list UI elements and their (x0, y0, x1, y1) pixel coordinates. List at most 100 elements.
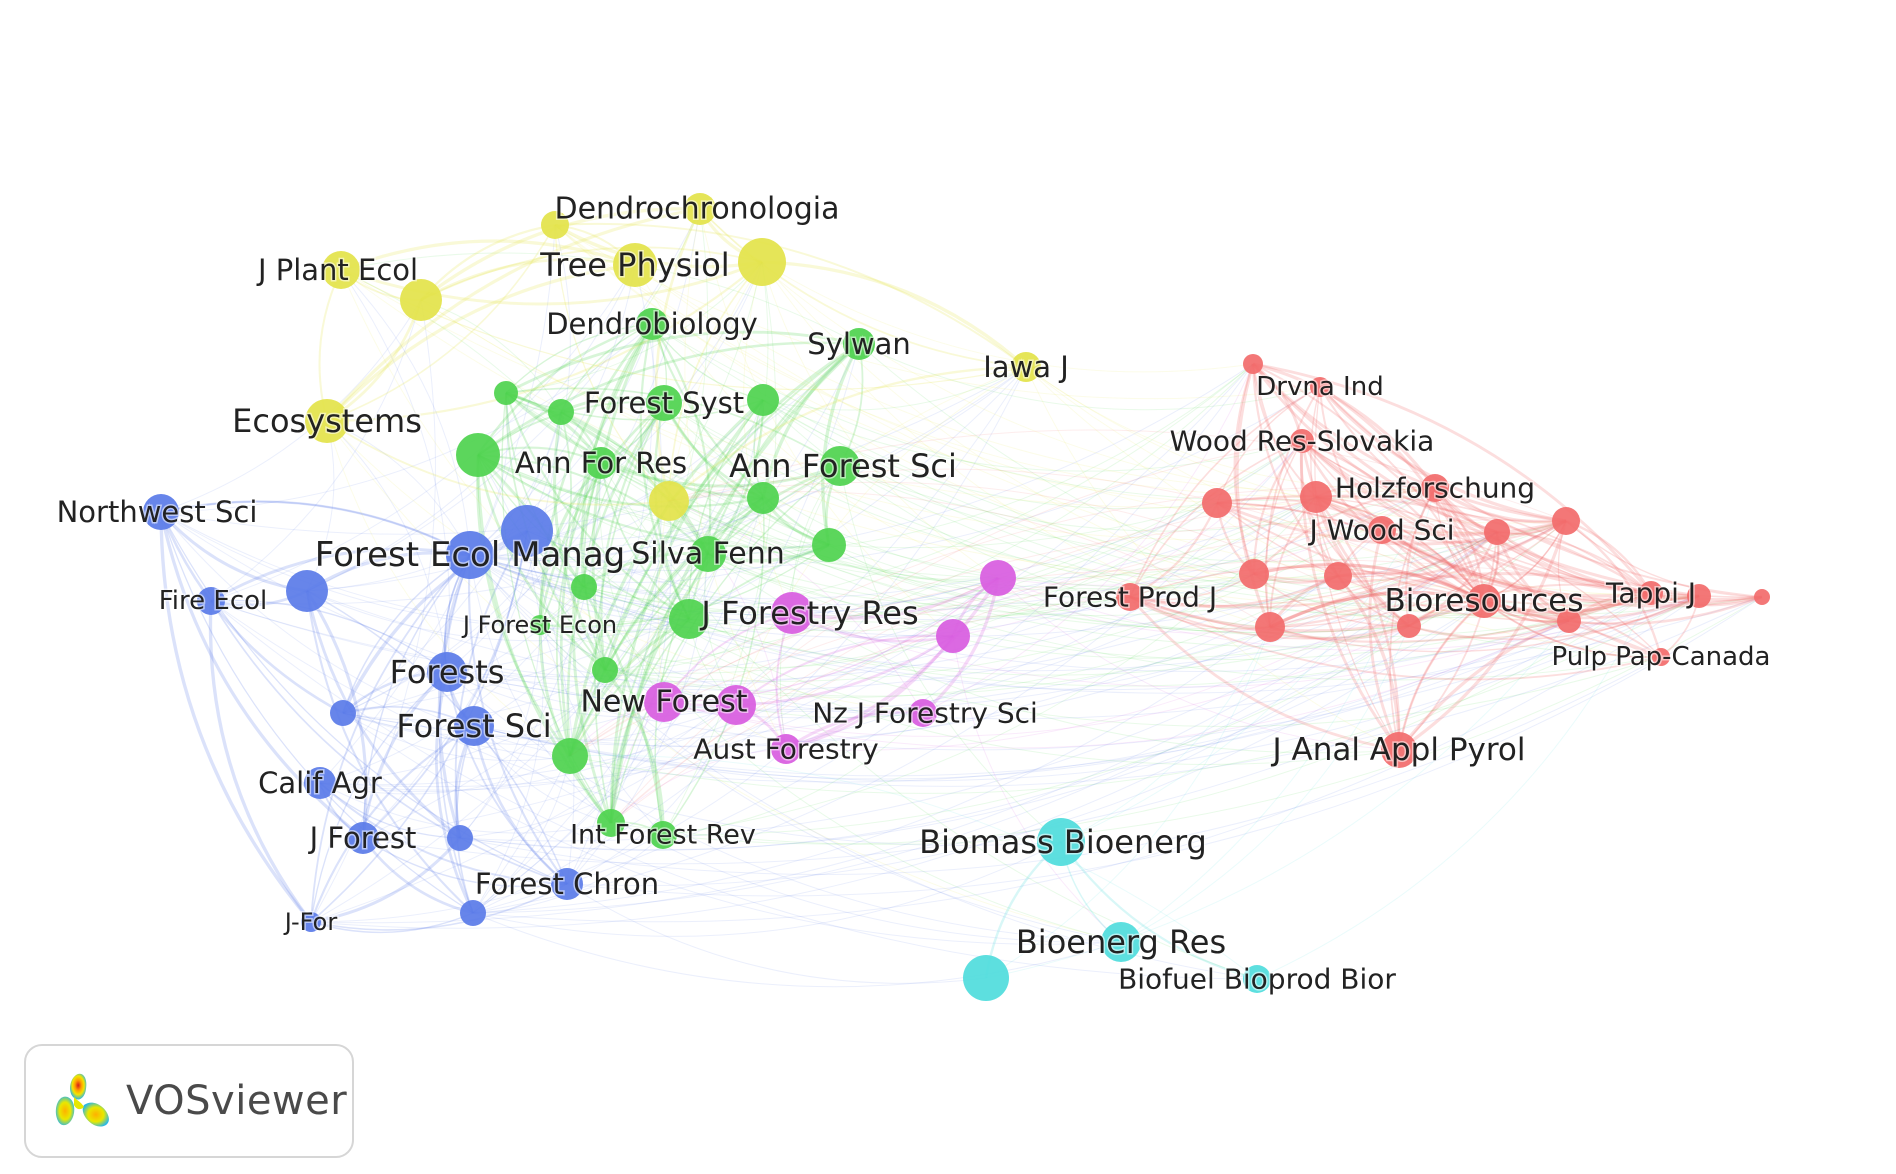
node-j-forest-econ[interactable] (530, 615, 550, 635)
node-tree-physiol[interactable] (613, 243, 657, 287)
label-dendrochronologia[interactable]: Dendrochronologia (553, 190, 841, 228)
node-pulp-pap-canada[interactable] (1652, 648, 1670, 666)
node-ann-for-res[interactable] (585, 447, 617, 479)
node-green-h[interactable] (669, 599, 709, 639)
label-ann-for-res[interactable]: Ann For Res (513, 445, 688, 482)
label-forest-chron[interactable]: Forest Chron (473, 866, 660, 903)
node-blue-a[interactable] (501, 505, 553, 557)
node-yellow-c[interactable] (400, 279, 442, 321)
node-cyan-a[interactable] (963, 955, 1009, 1001)
node-blue-e[interactable] (460, 900, 486, 926)
node-green-j[interactable] (552, 738, 588, 774)
node-calif-agr[interactable] (304, 767, 336, 799)
node-forest-sci[interactable] (454, 706, 494, 746)
label-drvna-ind[interactable]: Drvna Ind (1255, 371, 1385, 404)
node-j-forestry-res[interactable] (771, 592, 813, 634)
node-forest-ecol-manag[interactable] (446, 531, 494, 579)
node-biomass-bioenerg[interactable] (1037, 818, 1085, 866)
node-purple-a[interactable] (980, 560, 1016, 596)
label-forests[interactable]: Forests (388, 652, 506, 693)
node-forest-chron[interactable] (551, 868, 583, 900)
node-red-i[interactable] (1552, 507, 1580, 535)
node-red-j[interactable] (1557, 609, 1581, 633)
node-bioenerg-res[interactable] (1101, 922, 1141, 962)
label-iawa-j[interactable]: Iawa J (982, 349, 1071, 386)
label-j-wood-sci[interactable]: J Wood Sci (1306, 512, 1456, 548)
label-fire-ecol[interactable]: Fire Ecol (157, 585, 269, 618)
node-red-c[interactable] (1300, 481, 1332, 513)
node-iawa-j[interactable] (1011, 352, 1041, 382)
node-dendrochronologia[interactable] (684, 193, 716, 225)
node-red-g[interactable] (1397, 614, 1421, 638)
node-blue-b[interactable] (286, 570, 328, 612)
label-bioresources[interactable]: Bioresources (1383, 582, 1585, 621)
label-sylwan[interactable]: Sylwan (806, 326, 913, 363)
node-j-plant-ecol[interactable] (322, 251, 360, 289)
node-silva-fenn[interactable] (690, 536, 726, 572)
label-j-plant-ecol[interactable]: J Plant Ecol (254, 252, 419, 289)
node-blue-c[interactable] (330, 700, 356, 726)
node-green-a[interactable] (456, 433, 500, 477)
node-green-c[interactable] (548, 399, 574, 425)
node-j-for[interactable] (301, 912, 321, 932)
node-j-wood-sci[interactable] (1368, 516, 1396, 544)
node-green-i[interactable] (592, 657, 618, 683)
node-purple-b[interactable] (936, 619, 970, 653)
node-drvna-ind[interactable] (1310, 377, 1330, 397)
node-red-d[interactable] (1239, 559, 1269, 589)
label-forest-syst[interactable]: Forest Syst (582, 385, 745, 422)
node-red-f[interactable] (1255, 612, 1285, 642)
node-sylwan[interactable] (843, 328, 875, 360)
node-holzforschung[interactable] (1421, 474, 1449, 502)
node-int-forest-rev[interactable] (649, 821, 677, 849)
label-j-anal-appl-pyrol[interactable]: J Anal Appl Pyrol (1269, 731, 1527, 770)
node-red-k[interactable] (1687, 584, 1711, 608)
label-j-forest-econ[interactable]: J Forest Econ (459, 610, 618, 641)
node-wood-res-slovakia[interactable] (1290, 429, 1314, 453)
node-green-k[interactable] (597, 809, 625, 837)
node-biofuel-bioprod-bior[interactable] (1243, 965, 1271, 993)
node-yellow-a[interactable] (541, 211, 569, 239)
node-green-f[interactable] (812, 528, 846, 562)
label-forest-ecol-manag[interactable]: Forest Ecol Manag (313, 534, 627, 577)
label-dendrobiology[interactable]: Dendrobiology (545, 306, 760, 343)
label-j-forest[interactable]: J Forest (306, 820, 418, 857)
label-biofuel-bioprod-bior[interactable]: Biofuel Bioprod Bior (1117, 961, 1398, 997)
label-calif-agr[interactable]: Calif Agr (257, 765, 384, 802)
node-forest-prod-j[interactable] (1116, 583, 1144, 611)
node-purple-c[interactable] (716, 685, 756, 725)
node-green-e[interactable] (747, 482, 779, 514)
label-tappi-j[interactable]: Tappi J (1603, 575, 1697, 611)
label-aust-forestry[interactable]: Aust Forestry (692, 731, 880, 767)
label-ann-forest-sci[interactable]: Ann Forest Sci (728, 446, 959, 487)
node-ann-forest-sci[interactable] (820, 446, 860, 486)
label-bioenerg-res[interactable]: Bioenerg Res (1014, 922, 1227, 963)
node-green-g[interactable] (571, 574, 597, 600)
label-holzforschung[interactable]: Holzforschung (1333, 470, 1536, 506)
node-j-anal-appl-pyrol[interactable] (1381, 732, 1417, 768)
node-new-forest[interactable] (644, 682, 684, 722)
node-dendrobiology[interactable] (636, 308, 668, 340)
node-red-h[interactable] (1484, 519, 1510, 545)
label-int-forest-rev[interactable]: Int Forest Rev (569, 818, 758, 852)
node-blue-d[interactable] (447, 825, 473, 851)
label-silva-fenn[interactable]: Silva Fenn (630, 535, 787, 573)
label-pulp-pap-canada[interactable]: Pulp Pap-Canada (1550, 641, 1772, 674)
node-bioresources[interactable] (1467, 584, 1501, 618)
node-j-forest[interactable] (347, 822, 379, 854)
node-ecosystems[interactable] (305, 399, 349, 443)
node-nz-j-forestry-sci[interactable] (909, 699, 937, 727)
label-forest-sci[interactable]: Forest Sci (395, 706, 553, 747)
node-forest-syst[interactable] (646, 385, 682, 421)
label-new-forest[interactable]: New Forest (579, 683, 749, 721)
node-green-d[interactable] (747, 384, 779, 416)
node-red-a[interactable] (1243, 354, 1263, 374)
label-biomass-bioenerg[interactable]: Biomass Bioenerg (918, 822, 1209, 863)
node-red-e[interactable] (1324, 562, 1352, 590)
label-forest-prod-j[interactable]: Forest Prod J (1041, 579, 1218, 615)
node-tappi-j[interactable] (1639, 581, 1663, 605)
node-northwest-sci[interactable] (143, 494, 179, 530)
node-fire-ecol[interactable] (197, 587, 225, 615)
